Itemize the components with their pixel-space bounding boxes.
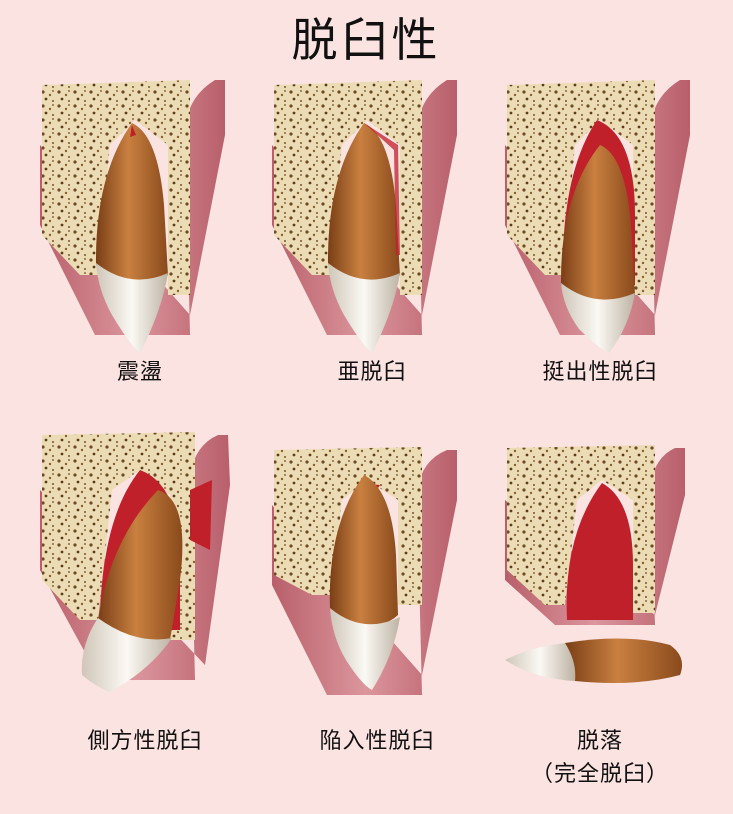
label-extrusive-luxation: 挺出性脱臼: [542, 360, 658, 385]
bone: [274, 447, 422, 605]
tooth-root: [560, 145, 635, 307]
avulsion-illustration: [505, 445, 685, 683]
apex-mark: [130, 125, 136, 137]
intrusive-luxation-illustration: [272, 447, 457, 695]
label-concussion: 震盪: [116, 360, 163, 385]
tooth-crown: [505, 643, 576, 681]
empty-socket-blood: [566, 483, 633, 620]
lateral-luxation-illustration: [40, 432, 230, 692]
tooth-crown: [330, 608, 400, 690]
label-subluxation: 亜脱臼: [337, 360, 407, 385]
extrusive-luxation-illustration: [505, 80, 690, 353]
panel-extrusive-luxation: 挺出性脱臼: [505, 75, 715, 385]
bone: [507, 445, 655, 613]
tooth-crown: [328, 263, 400, 353]
tooth-root: [95, 123, 168, 287]
tooth-crown: [81, 618, 172, 692]
label-avulsion: 脱落: [576, 729, 623, 754]
page-title: 脱臼性: [291, 13, 442, 67]
panel-concussion: 震盪: [40, 75, 250, 385]
panel-intrusive-luxation: 陥入性脱臼: [272, 445, 482, 754]
bone: [42, 80, 190, 295]
tooth-root: [329, 475, 398, 627]
panel-lateral-luxation: 側方性脱臼: [40, 430, 250, 754]
tooth-root: [98, 490, 183, 647]
subluxation-illustration: [272, 80, 457, 353]
tooth-crown: [561, 283, 635, 353]
fracture-gap: [190, 480, 212, 550]
label-lateral-luxation: 側方性脱臼: [87, 729, 203, 754]
tooth-root: [327, 123, 400, 287]
panel-subluxation: 亜脱臼: [272, 75, 482, 385]
bone: [274, 80, 422, 295]
panel-avulsion: 脱落 （完全脱臼）: [505, 445, 715, 787]
label-avulsion-sub: （完全脱臼）: [530, 762, 669, 787]
avulsed-tooth: [505, 638, 683, 683]
bone: [507, 80, 655, 295]
tooth-crown: [96, 263, 168, 353]
gum-outline: [272, 450, 457, 695]
bleeding-line: [364, 123, 400, 255]
label-intrusive-luxation: 陥入性脱臼: [319, 729, 435, 754]
bone: [42, 432, 195, 640]
concussion-illustration: [40, 80, 225, 353]
tooth-root: [565, 638, 683, 683]
